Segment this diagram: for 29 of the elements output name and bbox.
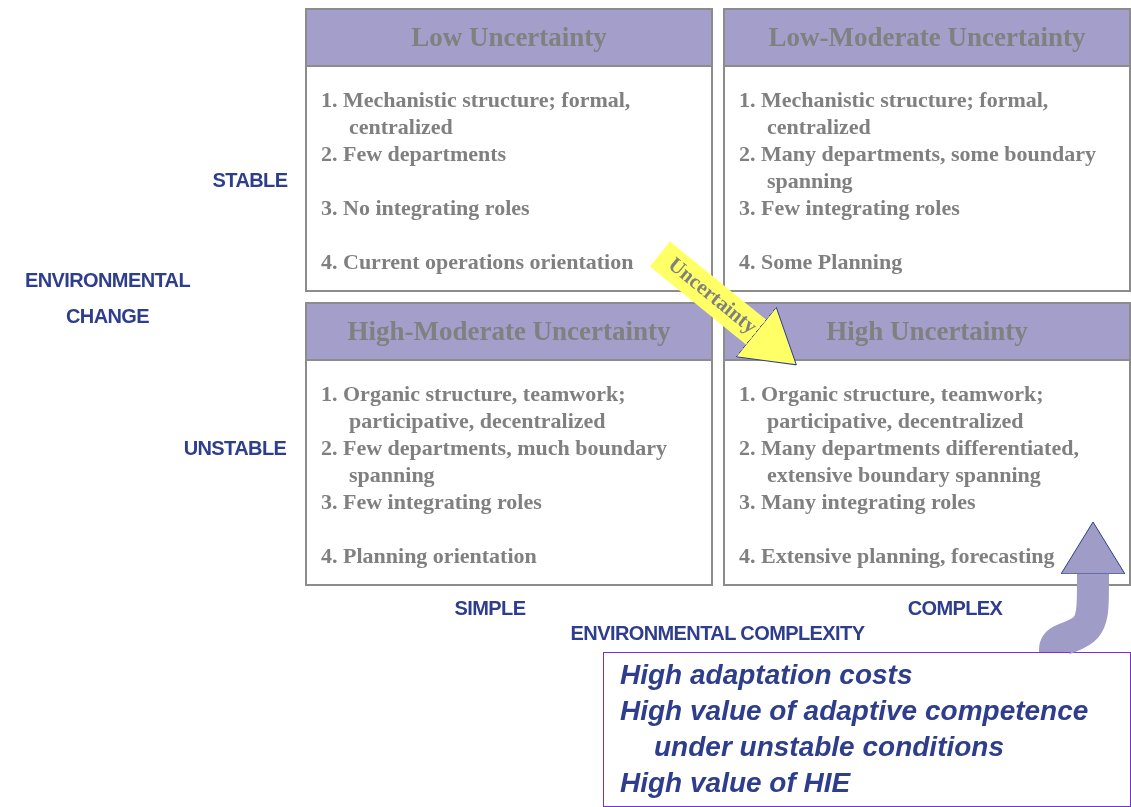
list-item: 3. Few integrating roles [739, 194, 961, 221]
list-item: 2. Many departments differentiated, extensive boundary spanning [739, 434, 1080, 488]
axis-label: STABLE [211, 168, 289, 193]
note-box [603, 652, 1131, 807]
list-item: 4. Planning orientation [321, 542, 538, 569]
list-item: 2. Many departments, some boundary spanning [739, 140, 1097, 194]
list-item: 1. Organic structure, teamwork; participative, decentralized [321, 380, 627, 434]
note-text: High adaptation costs [620, 658, 914, 692]
list-item: 2. Few departments [321, 140, 508, 167]
list-item: 1. Mechanistic structure; formal, centralized [739, 86, 1050, 140]
list-item: 1. Organic structure, teamwork; participative, decentralized [739, 380, 1045, 434]
axis-label: SIMPLE [453, 596, 527, 621]
list-item: 4. Extensive planning, forecasting [739, 542, 1056, 569]
axis-label: UNSTABLE [182, 436, 288, 461]
list-item: 3. Few integrating roles [321, 488, 543, 515]
note-text: High value of HIE [620, 766, 852, 800]
quadrant-heading: High-Moderate Uncertainty [347, 316, 671, 347]
note-text: High value of adaptive competence under unstable conditions [620, 694, 1090, 764]
quadrant-heading: Low Uncertainty [411, 22, 607, 53]
list-item: 2. Few departments, much boundary spanning [321, 434, 668, 488]
list-item: 1. Mechanistic structure; formal, centralized [321, 86, 632, 140]
axis-title: ENVIRONMENTAL COMPLEXITY [569, 621, 866, 646]
list-item: 3. Many integrating roles [739, 488, 977, 515]
quadrant-heading: High Uncertainty [826, 316, 1028, 347]
quadrant-heading: Low-Moderate Uncertainty [768, 22, 1086, 53]
block-arrow [649, 241, 797, 366]
axis-label: COMPLEX [906, 596, 1004, 621]
list-item: 3. No integrating roles [321, 194, 531, 221]
axis-label: ENVIRONMENTAL CHANGE [23, 268, 192, 329]
